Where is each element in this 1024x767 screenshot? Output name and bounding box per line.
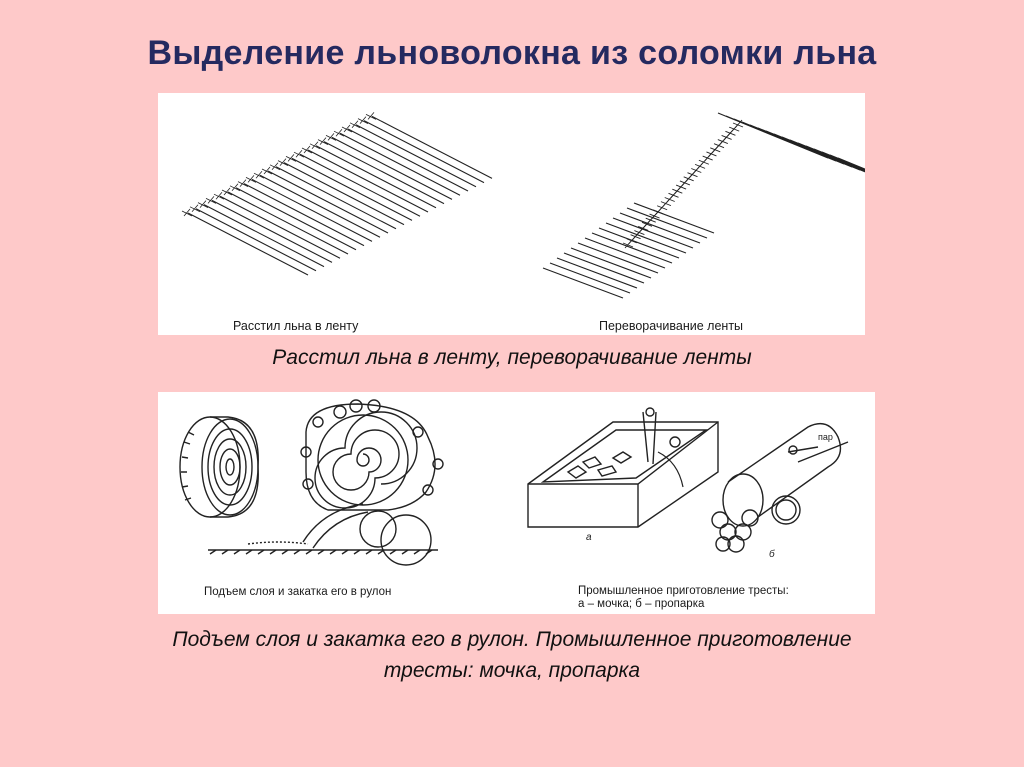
label-ribbon-turning: Переворачивание ленты: [599, 319, 744, 333]
caption-bottom-line2: тресты: мочка, пропарка: [383, 659, 641, 682]
label-flax-spreading: Расстил льна в ленту: [233, 319, 359, 333]
retting-tank-drawing: [527, 407, 719, 528]
label-retting-line1: Промышленное приготовление тресты:: [578, 585, 789, 597]
flax-roll-drawing: [179, 416, 259, 518]
slide-title: Выделение льноволокна из соломки льна: [147, 34, 877, 72]
caption-top: Расстил льна в ленту, переворачивание ле…: [272, 346, 752, 369]
flax-spreading-illustration: [181, 112, 865, 299]
steaming-cylinder-drawing: [711, 423, 849, 553]
label-rolling: Подъем слоя и закатка его в рулон: [204, 586, 392, 598]
rolling-and-retting-illustration: [179, 399, 849, 566]
letter-a: а: [586, 532, 592, 543]
letter-b: б: [769, 549, 775, 560]
rolling-machine-drawing: [208, 399, 444, 566]
steam-label: пар: [818, 432, 833, 442]
label-retting-line2: а – мочка; б – пропарка: [578, 598, 705, 610]
bottom-illustration-panel: а б пар Подъем слоя и закатка его в руло…: [158, 392, 875, 614]
caption-bottom-line1: Подъем слоя и закатка его в рулон. Промы…: [172, 628, 852, 651]
top-illustration-panel: Расстил льна в ленту Переворачивание лен…: [158, 93, 865, 335]
